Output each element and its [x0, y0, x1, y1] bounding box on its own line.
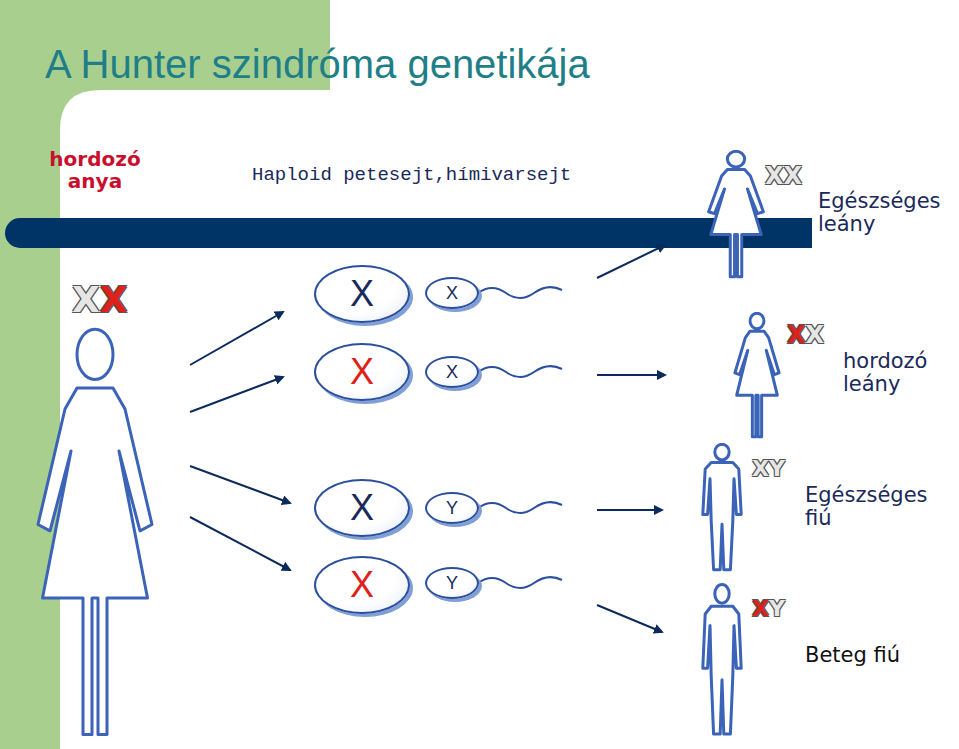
title: A Hunter szindróma genetikája: [45, 42, 590, 86]
label-text: hordozó anya: [40, 148, 150, 192]
caption-text: Haploid petesejt,hímivarsejt: [252, 165, 571, 186]
egg-cell: X: [314, 556, 410, 614]
chromosome-letter: Y: [446, 574, 458, 592]
genotype-label: XY: [752, 597, 785, 621]
chromosome-letter: X: [446, 363, 458, 381]
genotype-label: XY: [752, 457, 785, 481]
sperm-head: X: [425, 356, 479, 388]
chromosome-letter: X: [350, 567, 374, 603]
label-text: Egészséges fiú: [805, 484, 955, 530]
label-text: Egészséges leány: [818, 190, 956, 236]
genotype-label: XX: [72, 280, 128, 320]
chromosome-letter: X: [350, 490, 374, 526]
genotype-label: XX: [765, 163, 802, 189]
sperm-head: X: [425, 277, 479, 309]
chromosome-letter: X: [350, 276, 374, 312]
chromosome-letter: Y: [446, 499, 458, 517]
sperm-head: Y: [425, 492, 479, 524]
egg-cell: X: [314, 265, 410, 323]
sperm-head: Y: [425, 567, 479, 599]
egg-cell: X: [314, 343, 410, 401]
chromosome-letter: X: [350, 354, 374, 390]
egg-cell: X: [314, 479, 410, 537]
label-text: hordozó leány: [843, 350, 953, 396]
genotype-label: XX: [787, 322, 824, 348]
chromosome-letter: X: [446, 284, 458, 302]
label-text: Beteg fiú: [805, 644, 900, 667]
